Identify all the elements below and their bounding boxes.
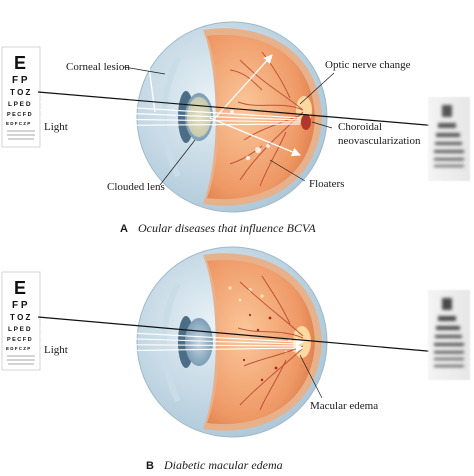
panel-a: E F P T O Z L P E D P E C F D E D F C Z … [1,14,470,235]
chart-line-3: T O Z [10,88,31,97]
lens-b [185,318,213,366]
caption-letter-b: B [146,460,154,472]
label-macular-edema: Macular edema [310,400,378,412]
image-arrow-a [37,91,451,131]
chart-line-6: E D F C Z P [6,346,30,351]
chart-line-2: F P [12,300,28,311]
chart-line-5: P E C F D [7,112,32,118]
light-rays-a [39,101,301,127]
label-optic-nerve-change: Optic nerve change [325,59,411,71]
chart-line-2: F P [12,75,28,86]
chart-line-4: L P E D [8,326,31,333]
label-corneal-lesion: Corneal lesion [66,61,130,73]
light-rays-b [39,327,299,353]
leaders-a [123,66,335,186]
eyeball-a [136,21,328,213]
image-arrow-b [37,316,451,357]
caption-a: Ocular diseases that influence BCVA [138,221,316,235]
retinal-vessels-b [237,275,304,411]
choroidal-lesion-a [301,114,311,130]
label-choroidal: Choroidal [338,121,382,133]
panel-b: E F P T O Z L P E D P E C F D E D F C Z … [1,246,470,472]
eye-chart-left-b: E F P T O Z L P E D P E C F D E D F C Z … [1,271,41,371]
floaters-a [230,110,270,161]
caption-b: Diabetic macular edema [163,458,283,472]
scattered-ray-up [138,14,156,113]
label-clouded-lens: Clouded lens [107,181,165,193]
hemorrhages-b [242,313,278,382]
chart-line-1: E [14,278,26,298]
cornea-a [161,56,181,178]
chart-line-1: E [14,53,26,73]
eye-chart-right-a [428,97,470,181]
chart-line-4: L P E D [8,101,31,108]
clouded-lens-opacity [187,97,211,137]
retina-b [207,259,315,425]
eye-chart-right-b [428,290,470,380]
chart-line-3: T O Z [10,313,31,322]
label-neovascularization: neovascularization [338,135,421,147]
eye-chart-left-a: E F P T O Z L P E D P E C F D E D F C Z … [1,46,41,148]
leader-macular-edema [299,354,323,399]
scattered-ray-down [209,117,301,157]
label-light-b: Light [44,344,68,356]
label-light-a: Light [44,121,68,133]
chart-line-6: E D F C Z P [6,121,30,126]
caption-letter-a: A [120,223,128,235]
cornea-b [161,281,181,403]
label-floaters: Floaters [309,178,344,190]
retina-a [207,34,315,200]
chart-line-5: P E C F D [7,337,32,343]
